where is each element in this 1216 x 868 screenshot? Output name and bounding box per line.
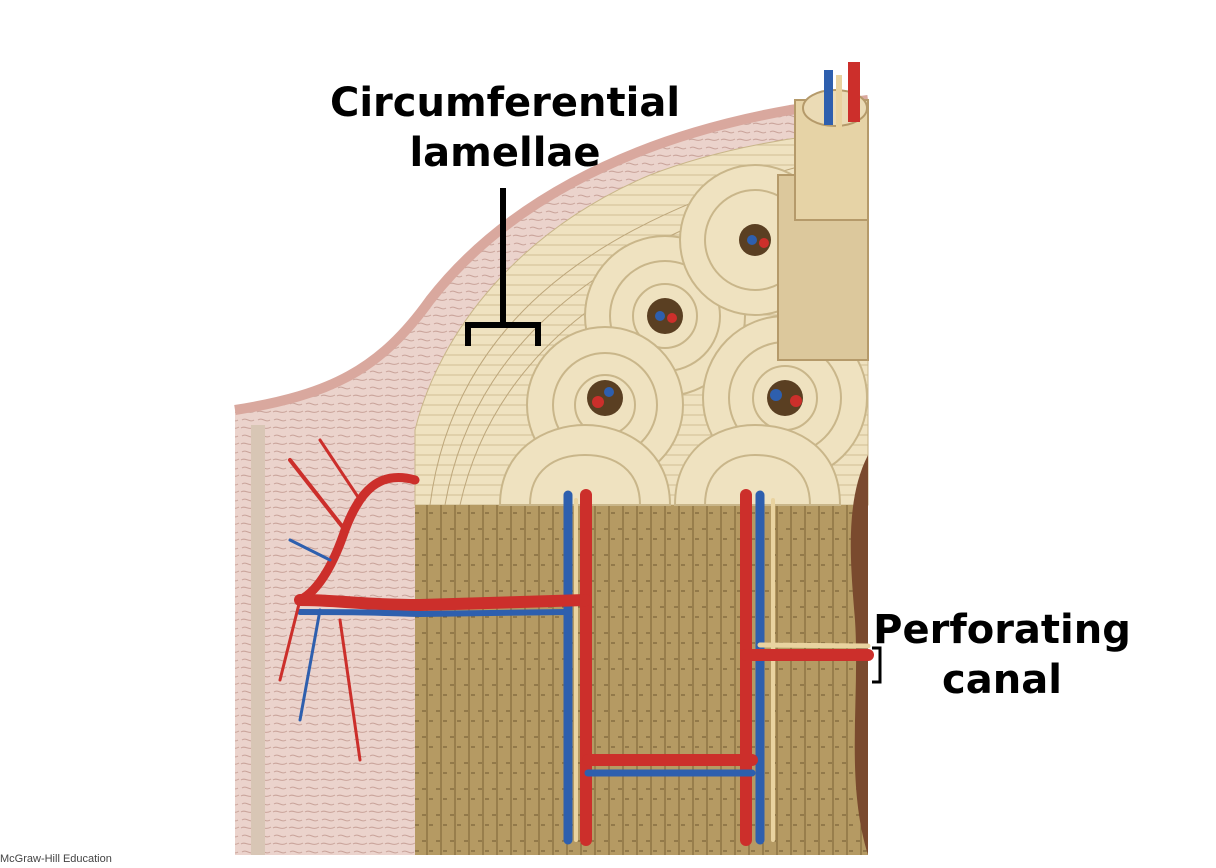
perforating-canal-label: Perforating canal [862, 605, 1142, 705]
perforating-canal-label-line2: canal [942, 657, 1062, 703]
circumferential-lamellae-label-line1: Circumferential [329, 80, 681, 126]
circumferential-lamellae-label-line2: lamellae [409, 130, 601, 176]
osteon [673, 423, 842, 506]
circumferential-lamellae-label: Circumferential lamellae [320, 78, 690, 178]
periosteum-outer-edge [234, 95, 869, 415]
compact-bone-cut-face [415, 505, 868, 855]
copyright-credit: McGraw-Hill Education [0, 853, 112, 865]
periosteal-vessels [278, 438, 420, 762]
osteon [498, 423, 672, 506]
perforating-canal-vessels [294, 594, 874, 661]
central-canal-vessels [563, 489, 775, 846]
circumferential-lamellae-leader [465, 188, 541, 346]
perforating-canal-label-line1: Perforating [873, 607, 1131, 653]
osteon-cylinder [777, 62, 869, 361]
perforating-canal-bracket [872, 646, 882, 684]
